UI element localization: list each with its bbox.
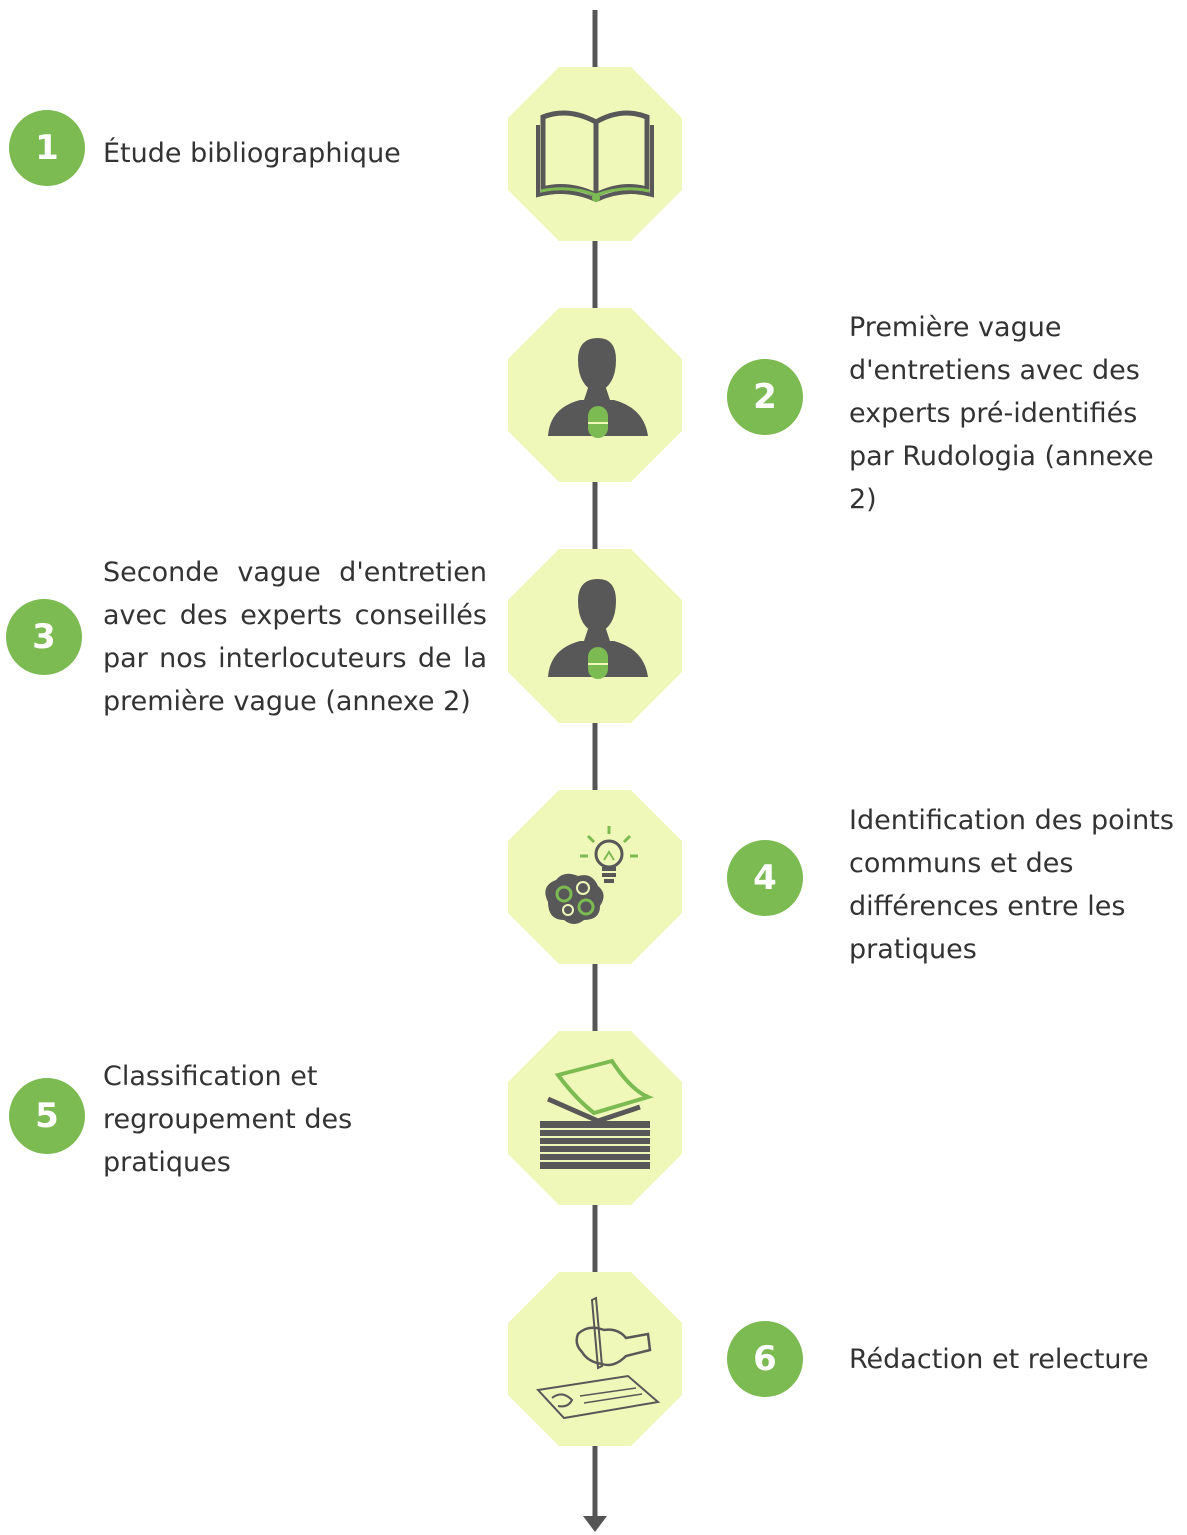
step-1-badge: 1 [9,110,85,186]
paper-stack-icon [540,1058,654,1169]
step-1-octagon [508,67,682,241]
person-microphone-icon [548,338,648,450]
step-6-badge: 6 [727,1321,803,1397]
step-3-octagon [508,549,682,723]
timeline-arrowhead [583,1516,607,1532]
step-6-octagon [508,1272,682,1446]
step-3-badge: 3 [6,599,82,675]
step-2-octagon [508,308,682,482]
step-5-label: Classification et regroupement des prati… [103,1061,353,1178]
step-6-label: Rédaction et relecture [849,1344,1149,1375]
step-4-label: Identification des points communs et des… [849,805,1174,965]
step-2-badge: 2 [727,359,803,435]
step-5-octagon [508,1031,682,1205]
step-3-label: Seconde vague d'entretien avec des exper… [103,557,487,717]
lightbulb-gears-icon [545,826,638,924]
person-microphone-icon [548,579,648,691]
step-5-badge: 5 [9,1078,85,1154]
hand-writing-icon [535,1296,661,1420]
step-4-octagon [508,790,682,964]
step-1-label: Étude bibliographique [103,138,401,169]
step-2-label: Première vague d'entretiens avec des exp… [849,312,1154,515]
step-4-badge: 4 [727,840,803,916]
open-book-icon [536,110,654,203]
